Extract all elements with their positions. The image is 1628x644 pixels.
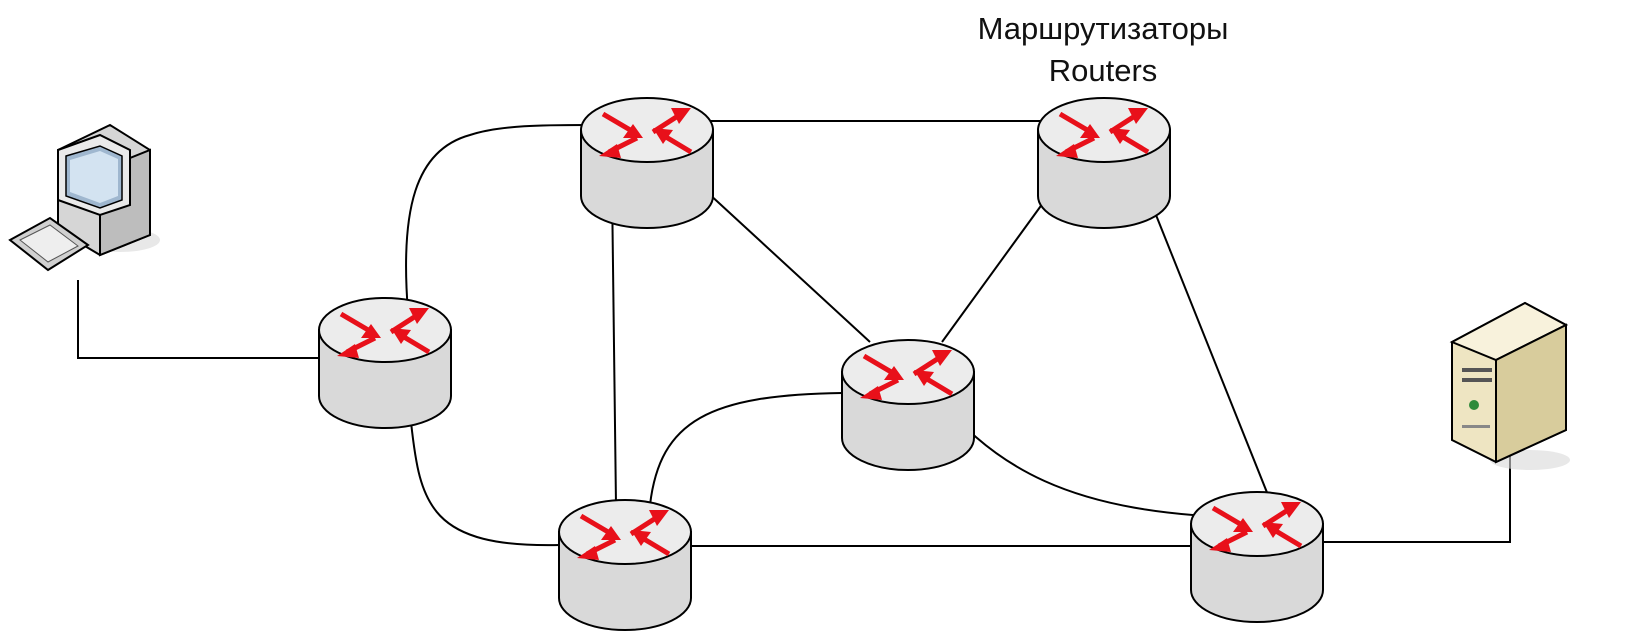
link-r6-server <box>1322 445 1511 543</box>
router-r6 <box>1191 492 1323 622</box>
link-r1-r2 <box>405 124 589 313</box>
link-r4-r5 <box>649 392 843 506</box>
computer-icon <box>8 123 160 272</box>
network-links <box>77 120 1511 547</box>
routers-label-en: Routers <box>1048 53 1158 88</box>
link-r2-r4 <box>706 191 871 343</box>
link-r2-r5 <box>611 185 617 506</box>
router-r4 <box>842 340 974 470</box>
link-r1-r5 <box>410 421 561 547</box>
link-r3-r6 <box>1139 174 1273 506</box>
link-client-r1 <box>77 280 325 359</box>
router-r5 <box>559 500 691 630</box>
router-r1 <box>319 298 451 428</box>
server-icon <box>1449 301 1570 470</box>
routers-label-ru: Маршрутизаторы <box>977 11 1229 46</box>
router-r3 <box>1038 98 1170 228</box>
router-r2 <box>581 98 713 228</box>
